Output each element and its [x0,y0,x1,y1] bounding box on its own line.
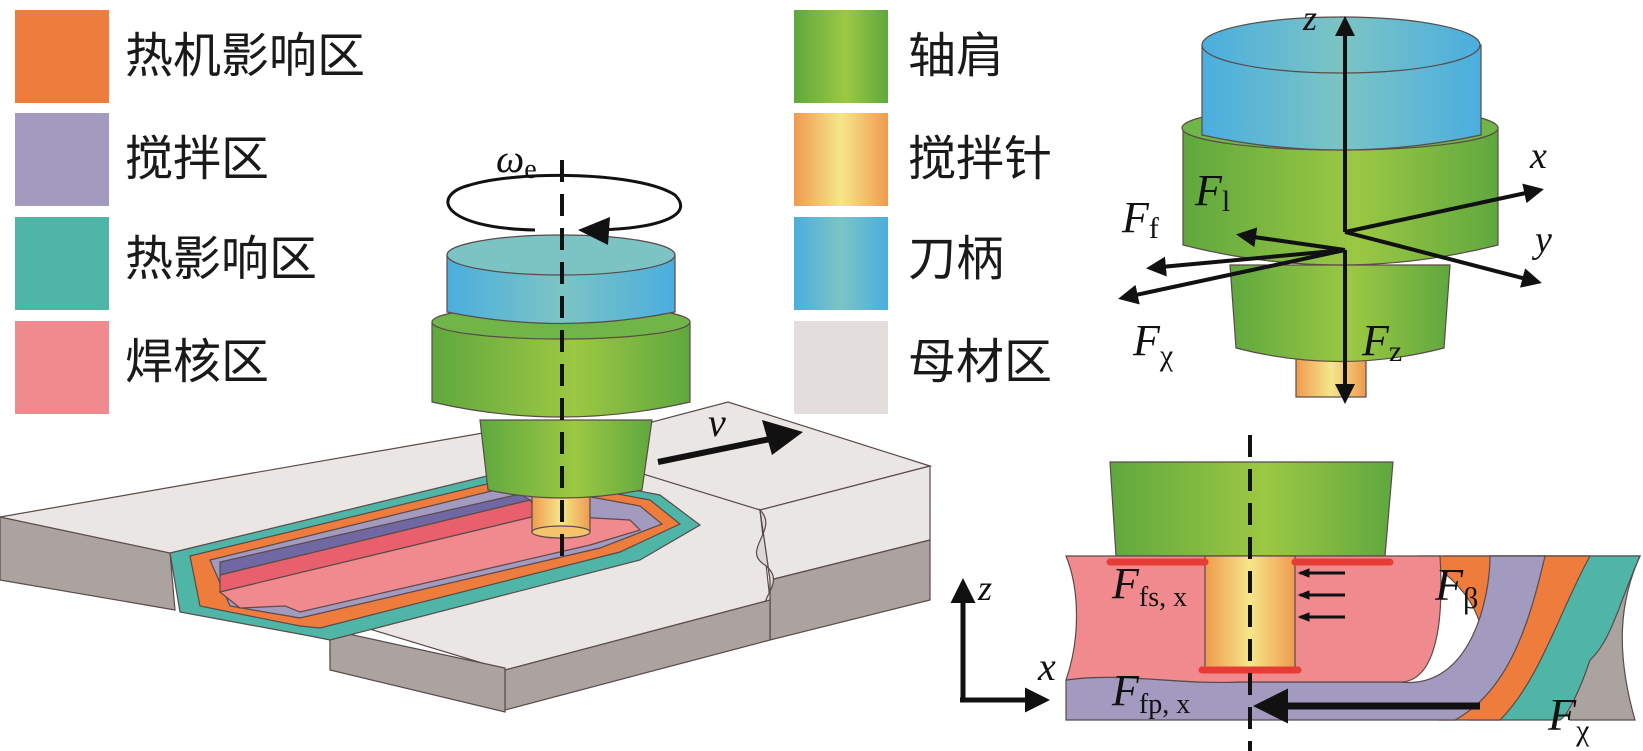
legend-swatch-holder [794,217,888,310]
legend-label: 热机影响区 [125,28,365,84]
legend-item-stir-zone: 搅拌区 [15,113,269,206]
legend-label: 搅拌区 [125,131,269,187]
legend-label: 轴肩 [908,28,1004,84]
force-fchi-label: Fχ [1132,316,1174,372]
rotation-arrow [446,173,683,232]
legend-item-tmaz: 热机影响区 [15,10,365,103]
legend-swatch-nugget [15,321,109,414]
force-ff-arrow [1146,248,1346,277]
legend: 热机影响区 搅拌区 热影响区 焊核区 轴肩 搅拌针 刀柄 母材区 [15,10,1052,414]
workpiece-3d-view: ωe v [0,136,933,713]
x-axis-arrow [1344,183,1544,234]
rotation-arrowhead-icon [578,217,610,245]
velocity-arrow [657,435,776,465]
legend-label: 搅拌针 [908,131,1052,187]
legend-label: 母材区 [908,334,1052,390]
tool-shoulder-upper [1182,127,1499,266]
force-fchi-arrow [1118,248,1346,305]
force-ffp-label: Ffp, x [1111,666,1190,720]
force-fz-label: Fz [1361,316,1402,368]
tool-shoulder-lower [1229,264,1451,363]
section-x-axis-label: x [1037,644,1056,689]
legend-item-base-metal: 母材区 [794,321,1052,414]
legend-item-shoulder: 轴肩 [794,10,1004,103]
force-ff-label: Ff [1121,193,1159,245]
section-z-axis-label: z [977,568,992,608]
plate-side-front-left [329,629,506,713]
legend-label: 热影响区 [125,231,317,287]
legend-swatch-pin [794,113,888,206]
legend-swatch-tmaz [15,10,109,103]
force-fl-label: Fl [1194,166,1230,218]
tool-holder [1201,44,1482,151]
legend-swatch-haz [15,217,109,310]
tool-holder-top [1201,16,1481,74]
force-fbeta-label: Fβ [1434,559,1478,615]
y-axis-label: y [1531,219,1552,261]
legend-item-pin: 搅拌针 [794,113,1052,206]
velocity-label: v [708,400,726,445]
legend-item-holder: 刀柄 [794,217,1004,310]
force-fchi-section-label: Fχ [1547,689,1590,747]
force-ffs-label: Ffs, x [1111,559,1187,613]
legend-swatch-shoulder [794,10,888,103]
tool-force-view: z x y Fl Ff Fχ Fz [1118,0,1552,404]
legend-label: 焊核区 [125,334,269,390]
x-axis-label: x [1529,135,1547,177]
tool-shoulder-lower [479,419,653,499]
legend-item-haz: 热影响区 [15,217,317,310]
legend-item-nugget: 焊核区 [15,321,269,414]
velocity-arrowhead-icon [762,420,803,455]
legend-label: 刀柄 [908,231,1004,287]
plate-side-left [0,516,176,611]
legend-swatch-base-metal [794,321,888,414]
z-axis-label: z [1302,0,1317,38]
y-axis-arrow [1344,230,1542,288]
force-fl-arrow [1236,227,1346,252]
cross-section-view: Ffs, x Ffp, x Fβ Fχ z x [950,435,1641,751]
legend-swatch-stir-zone [15,113,109,206]
rotation-label: ωe [496,136,537,185]
